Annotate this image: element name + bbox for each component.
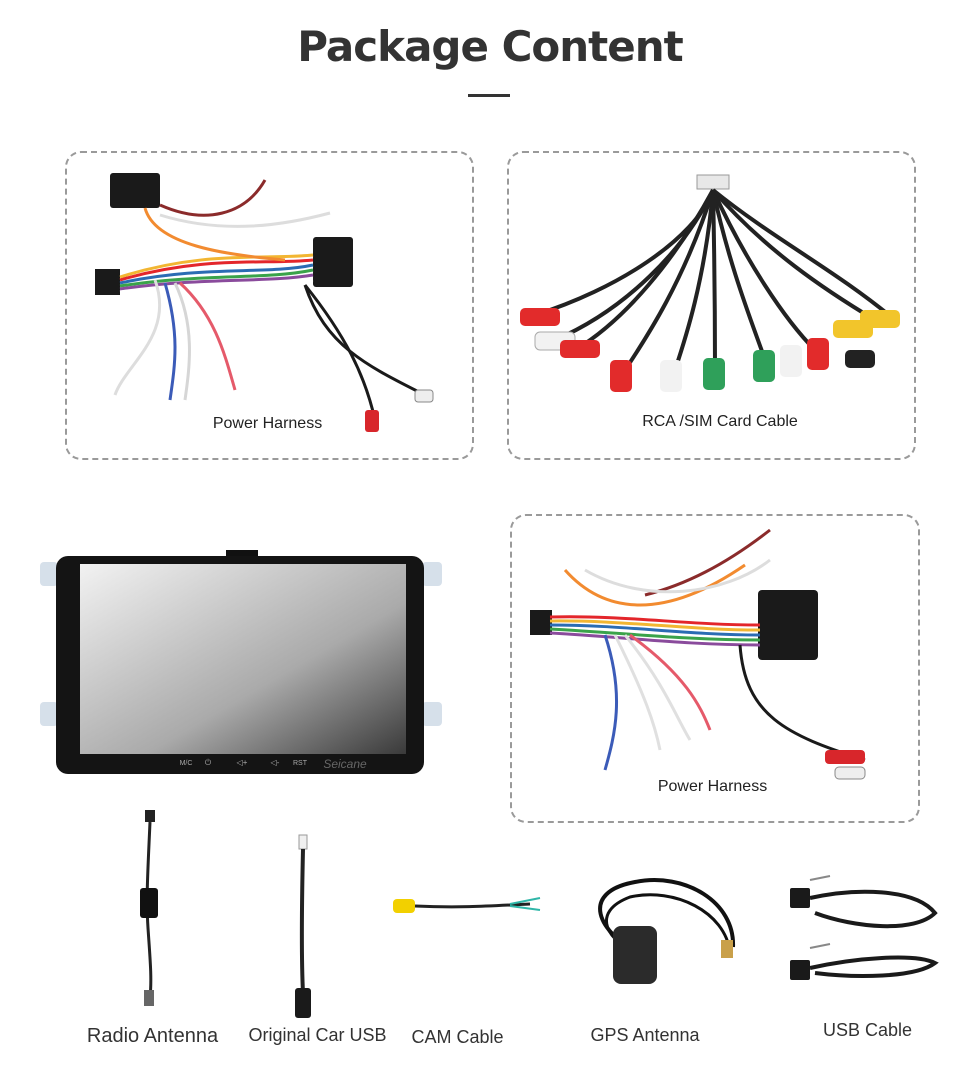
item-box-power-harness-1 [65,151,474,460]
rca-cable-label: RCA /SIM Card Cable [642,413,798,430]
item-box-power-harness-2 [510,514,920,823]
page-title: Package Content [297,22,683,71]
original-car-usb-label: Original Car USB [248,1025,387,1045]
gps-antenna-icon [598,878,736,984]
power-harness-label-1: Power Harness [212,415,323,432]
power-harness-icon [95,173,434,432]
head-unit-button-power: ⏻ [204,758,212,767]
usb-cable-label: USB Cable [822,1020,913,1040]
head-unit-icon [40,550,442,774]
usb-cable-icon [790,875,939,980]
cam-cable-icon [393,897,541,913]
rca-cable-icon [520,174,900,392]
title-underline [468,94,510,97]
item-box-rca-cable [507,151,916,460]
radio-antenna-label: Radio Antenna [86,1025,219,1047]
gps-antenna-label: GPS Antenna [590,1025,700,1045]
usb-cable-icon [295,834,311,1018]
power-harness-label-2: Power Harness [657,778,768,795]
cam-cable-label: CAM Cable [411,1027,504,1047]
head-unit-brand: Seicane [323,757,367,771]
power-harness-icon [530,528,866,780]
head-unit-button-vol-down: ◁- [270,758,280,767]
radio-antenna-icon [140,810,158,1006]
head-unit-button-vol-up: ◁+ [236,758,248,767]
head-unit-button-mc: M/C [179,760,193,767]
head-unit-button-rst: RST [293,760,307,767]
